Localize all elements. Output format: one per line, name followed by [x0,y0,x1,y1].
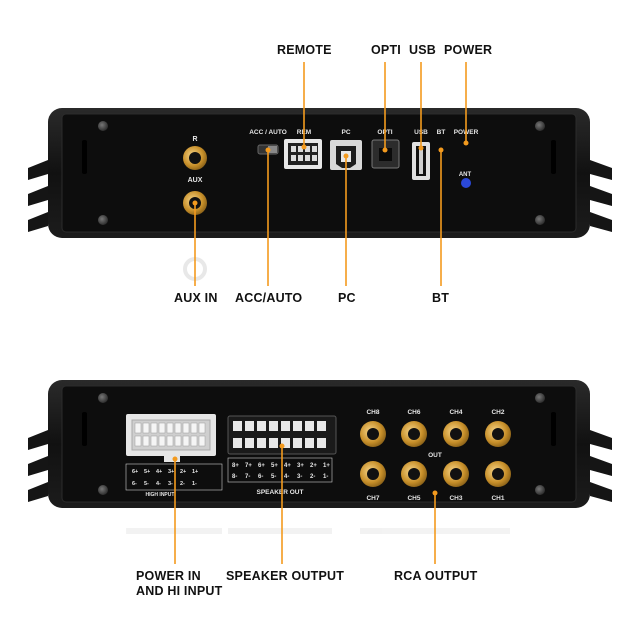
top-unit: R AUX ACC / AUTO REM [28,108,612,281]
screw [98,485,108,495]
spk-bottom-5: 3- [297,474,302,480]
remote-connector[interactable] [284,139,322,169]
usb-a-port[interactable] [412,142,430,180]
rca-output-ch8[interactable] [360,421,386,447]
rca-output-ch4[interactable] [443,421,469,447]
hi-bottom-4: 2- [180,481,185,487]
spk-bottom-3: 5- [271,474,276,480]
callout-power-in-line2: AND HI INPUT [136,584,223,598]
bottom-unit: 6+ 5+ 4+ 3+ 2+ 1+ 6- 5- 4- 3- 2- 1- HIGH… [28,380,612,534]
screw [98,215,108,225]
rca-output-ch6[interactable] [401,421,427,447]
callout-remote: REMOTE [277,43,332,57]
callout-power: POWER [444,43,493,57]
label-acc-auto: ACC / AUTO [249,129,287,136]
callout-opti: OPTI [371,43,401,57]
callout-rca-output: RCA OUTPUT [394,569,478,583]
label-ch-top-0: CH8 [366,409,379,416]
rca-output-ch5[interactable] [401,461,427,487]
spk-top-7: 1+ [323,463,330,469]
rca-output-ch2[interactable] [485,421,511,447]
label-ch-top-3: CH2 [491,409,504,416]
label-ant: ANT [459,172,472,178]
label-aux: AUX [188,177,203,184]
label-ch-bottom-0: CH7 [366,495,379,502]
leader-lines [172,62,469,564]
callout-aux-in: AUX IN [174,291,218,305]
label-speaker-out: SPEAKER OUT [257,489,304,496]
heatsink-fins-right [590,430,612,502]
rca-output-ch7[interactable] [360,461,386,487]
screw [98,393,108,403]
speaker-out-connector[interactable] [227,415,337,455]
screw [535,121,545,131]
antenna-connector[interactable] [461,178,471,188]
optical-port[interactable] [371,139,400,169]
spk-top-5: 3+ [297,463,304,469]
reflection [126,528,510,534]
callout-speaker-output: SPEAKER OUTPUT [226,569,345,583]
spk-top-3: 5+ [271,463,278,469]
heatsink-fins-right [590,160,612,232]
label-ch-bottom-3: CH1 [491,495,504,502]
spk-top-4: 4+ [284,463,291,469]
callout-pc: PC [338,291,356,305]
spk-bottom-0: 8- [232,474,237,480]
screw [98,121,108,131]
label-high-input: HIGH INPUT [146,492,175,498]
spk-bottom-1: 7- [245,474,250,480]
spk-bottom-2: 6- [258,474,263,480]
label-r: R [192,136,197,143]
spk-top-0: 8+ [232,463,239,469]
label-pc: PC [341,129,350,136]
hi-bottom-3: 3- [168,481,173,487]
callout-power-in: POWER IN AND HI INPUT [136,569,236,599]
aux-r-jack[interactable] [183,146,207,170]
spk-top-2: 6+ [258,463,265,469]
heatsink-fins-left [28,430,48,502]
hi-top-5: 1+ [192,469,198,475]
callout-power-in-line1: POWER IN [136,569,201,583]
hi-top-1: 5+ [144,469,150,475]
label-bt: BT [437,129,446,136]
screw [535,215,545,225]
hi-top-2: 4+ [156,469,162,475]
hi-bottom-0: 6- [132,481,137,487]
screw [535,485,545,495]
hi-bottom-5: 1- [192,481,197,487]
heatsink-fins-left [28,160,48,232]
hi-bottom-2: 4- [156,481,161,487]
hi-bottom-1: 5- [144,481,149,487]
hi-top-3: 3+ [168,469,174,475]
spk-top-1: 7+ [245,463,252,469]
speaker-out-label-grid: 8+ 7+ 6+ 5+ 4+ 3+ 2+ 1+ 8- 7- 6- 5- 4- 3… [227,457,333,496]
power-hi-input-connector[interactable] [126,414,216,462]
screw [535,393,545,403]
hi-top-0: 6+ [132,469,138,475]
high-input-label-grid: 6+ 5+ 4+ 3+ 2+ 1+ 6- 5- 4- 3- 2- 1- HIGH… [125,463,223,498]
callout-acc-auto: ACC/AUTO [235,291,303,305]
spk-bottom-6: 2- [310,474,315,480]
label-ch-bottom-1: CH5 [407,495,420,502]
label-ch-top-2: CH4 [449,409,462,416]
callout-bt: BT [432,291,450,305]
spk-bottom-7: 1- [323,474,328,480]
spk-top-6: 2+ [310,463,317,469]
rca-output-ch3[interactable] [443,461,469,487]
spk-bottom-4: 4- [284,474,289,480]
label-ch-bottom-2: CH3 [449,495,462,502]
label-out: OUT [428,452,442,459]
rca-output-ch1[interactable] [485,461,511,487]
callout-usb: USB [409,43,436,57]
hi-top-4: 2+ [180,469,186,475]
label-ch-top-1: CH6 [407,409,420,416]
